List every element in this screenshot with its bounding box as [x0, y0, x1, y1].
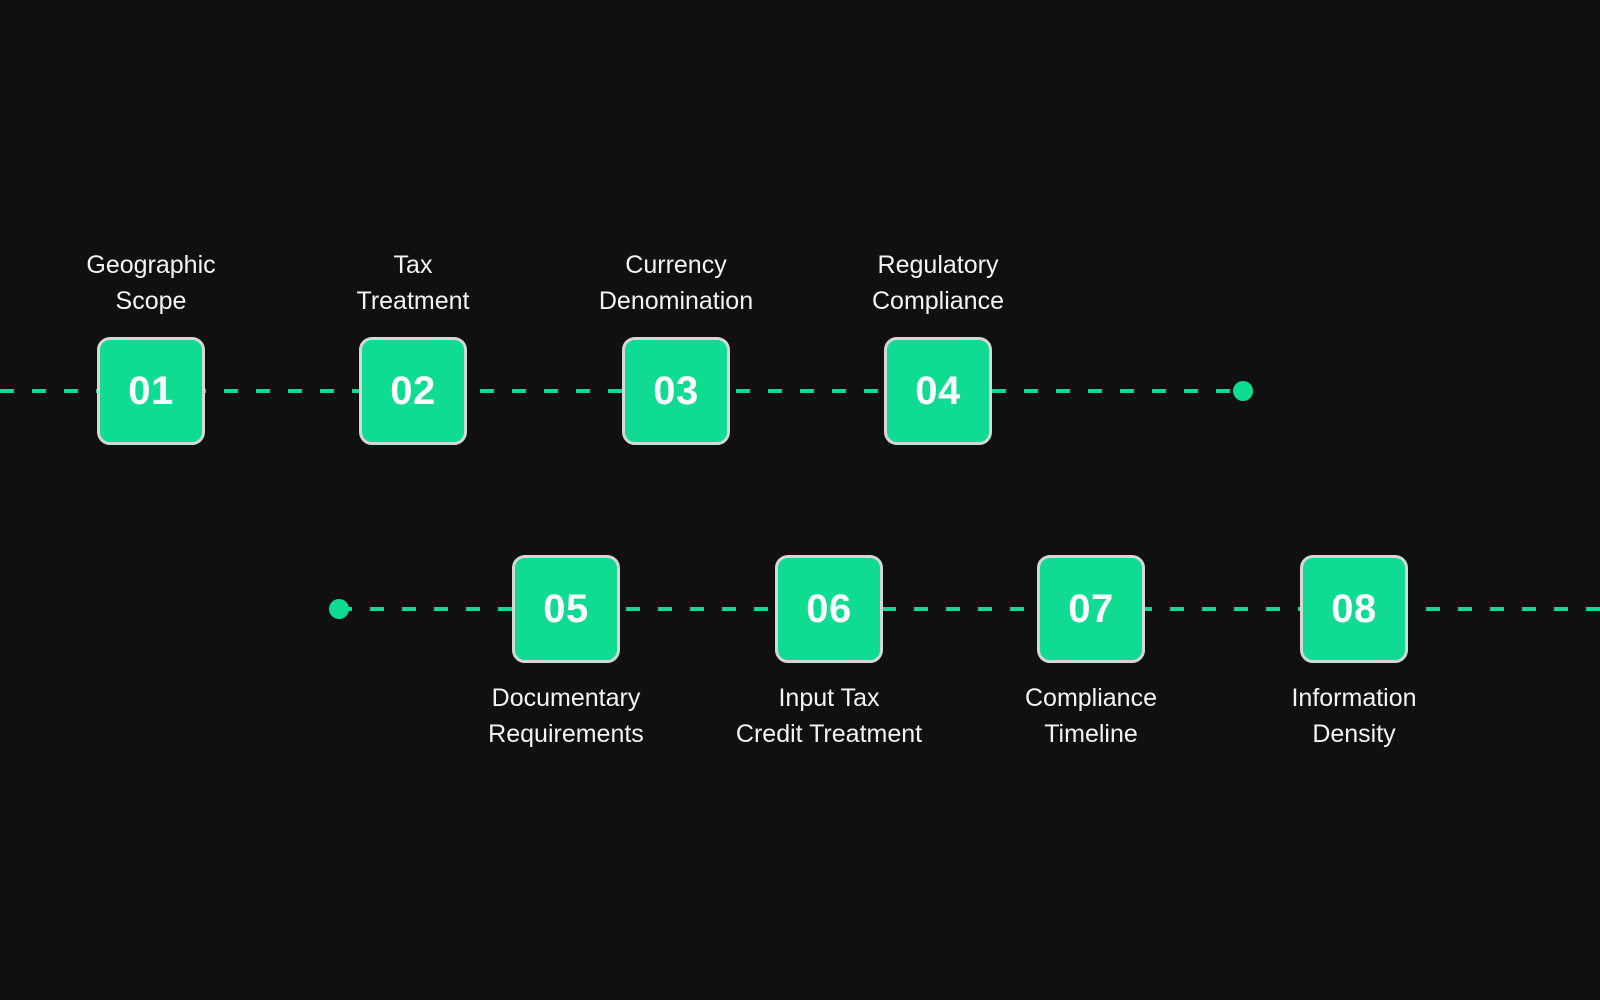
step-number-06: 06 [806, 587, 852, 631]
step-label-01: Geographic Scope [86, 251, 216, 315]
step-box-01[interactable]: 01 [97, 337, 205, 445]
step-box-08[interactable]: 08 [1300, 555, 1408, 663]
step-box-04[interactable]: 04 [884, 337, 992, 445]
step-number-05: 05 [543, 587, 589, 631]
step-label-08: Information Density [1291, 684, 1417, 748]
step-number-04: 04 [915, 369, 961, 413]
step-label-02: Tax Treatment [356, 251, 470, 315]
step-box-07[interactable]: 07 [1037, 555, 1145, 663]
step-number-08: 08 [1331, 587, 1377, 631]
connector-line-row-1 [0, 389, 1242, 393]
step-number-02: 02 [390, 369, 436, 413]
step-box-06[interactable]: 06 [775, 555, 883, 663]
step-node-03[interactable]: Currency Denomination 03 [599, 251, 753, 445]
step-node-02[interactable]: Tax Treatment 02 [356, 251, 470, 445]
connector-endpoint-dot-row-1 [1233, 381, 1253, 401]
step-label-06: Input Tax Credit Treatment [735, 684, 923, 748]
step-box-05[interactable]: 05 [512, 555, 620, 663]
step-box-03[interactable]: 03 [622, 337, 730, 445]
step-node-07[interactable]: 07 Compliance Timeline [1025, 555, 1157, 748]
connector-startpoint-dot-row-2 [329, 599, 349, 619]
step-box-02[interactable]: 02 [359, 337, 467, 445]
step-label-07: Compliance Timeline [1024, 684, 1157, 748]
step-label-03: Currency Denomination [598, 251, 754, 315]
step-node-08[interactable]: 08 Information Density [1291, 555, 1417, 748]
step-label-04: Regulatory Compliance [871, 251, 1004, 315]
step-node-04[interactable]: Regulatory Compliance 04 [872, 251, 1004, 445]
step-number-03: 03 [653, 369, 699, 413]
step-node-05[interactable]: 05 Documentary Requirements [488, 555, 644, 748]
step-node-06[interactable]: 06 Input Tax Credit Treatment [736, 555, 922, 748]
step-node-01[interactable]: Geographic Scope 01 [86, 251, 216, 445]
step-number-07: 07 [1068, 587, 1114, 631]
step-label-05: Documentary Requirements [488, 684, 644, 748]
step-number-01: 01 [128, 369, 174, 413]
connector-line-row-2 [338, 607, 1600, 611]
